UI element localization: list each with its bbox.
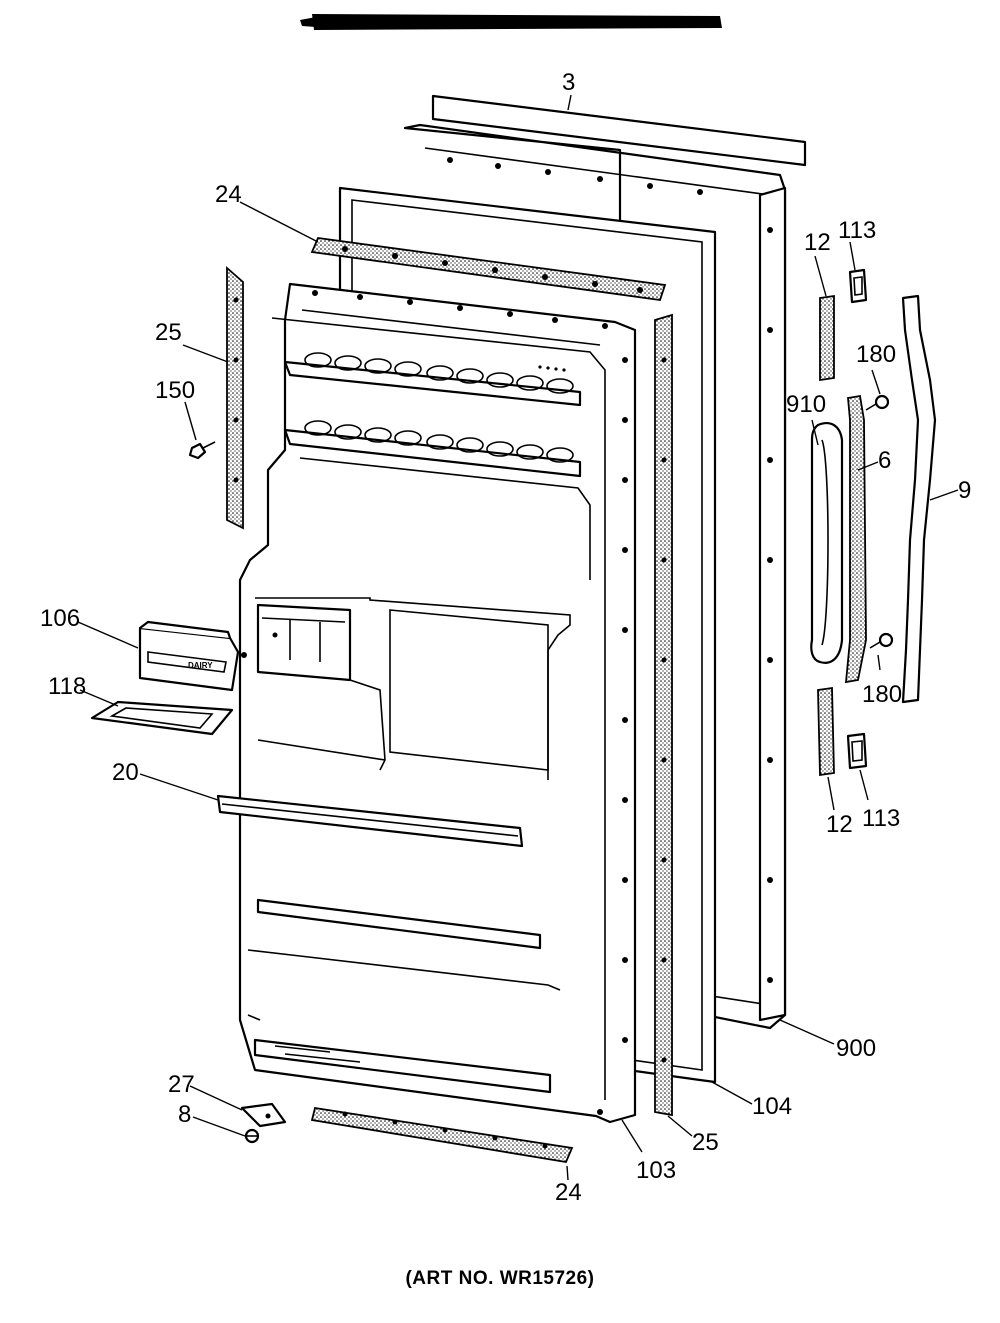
outer-panel-holes — [447, 157, 773, 983]
part-24-top-gasket — [310, 237, 667, 301]
part-113-clip-top — [848, 268, 868, 304]
callout-910: 910 — [786, 391, 826, 418]
door-shelf-bottom — [253, 1038, 552, 1094]
callout-113-bottom: 113 — [862, 805, 900, 832]
callout-180-bottom: 180 — [862, 681, 902, 708]
part-3-top-strip — [431, 94, 807, 167]
callout-20: 20 — [112, 759, 139, 786]
callout-150: 150 — [155, 377, 195, 404]
part-25-right-gasket — [654, 313, 673, 1117]
dairy-label: DAIRY — [188, 661, 213, 670]
part-12-cap-top — [819, 294, 835, 382]
callout-27: 27 — [168, 1071, 195, 1098]
callout-12-bottom: 12 — [826, 811, 853, 838]
liner-holes — [312, 290, 628, 1115]
callout-103: 103 — [636, 1157, 676, 1184]
part-6-handle-grip — [844, 394, 867, 684]
part-150-screw — [188, 441, 216, 460]
part-20-shelf-bar — [216, 794, 524, 848]
redacted-header-bar — [300, 14, 722, 30]
part-113-clip-bottom — [846, 732, 868, 770]
part-180-screw-top — [865, 394, 890, 411]
callout-113-top: 113 — [838, 217, 876, 244]
callout-6: 6 — [878, 447, 891, 474]
callout-118: 118 — [48, 673, 86, 700]
dairy-compartment — [255, 597, 571, 780]
part-25-left-gasket — [226, 266, 244, 530]
callout-9: 9 — [958, 477, 971, 504]
callout-3: 3 — [562, 69, 575, 96]
callout-25-bottom: 25 — [692, 1129, 719, 1156]
callout-104: 104 — [752, 1093, 792, 1120]
callout-25-left: 25 — [155, 319, 182, 346]
part-9-handle-trim — [901, 294, 937, 704]
part-12-cap-bottom — [817, 686, 835, 777]
part-103-inner-door-liner — [238, 282, 637, 1124]
art-number-caption: (ART NO. WR15726) — [405, 1268, 594, 1289]
callout-180-top: 180 — [856, 341, 896, 368]
part-118-dairy-tray — [90, 700, 234, 736]
callout-900: 900 — [836, 1035, 876, 1062]
part-106-dairy-door: DAIRY — [138, 620, 247, 692]
leader-lines — [77, 94, 959, 1181]
callout-24-bottom: 24 — [555, 1179, 582, 1206]
part-8-screw — [244, 1128, 260, 1144]
egg-shelf-lower — [283, 420, 582, 478]
part-24-bottom-gasket — [310, 1106, 574, 1164]
part-910-handle — [810, 422, 844, 664]
part-180-screw-bottom — [869, 632, 894, 649]
callout-12-top: 12 — [804, 229, 831, 256]
egg-shelf-upper — [283, 352, 582, 407]
door-shelf-middle — [256, 898, 542, 950]
callout-8: 8 — [178, 1101, 191, 1128]
callout-labels: 3 24 25 150 106 118 20 27 8 24 103 25 10… — [40, 69, 971, 1206]
part-27-hinge — [240, 1102, 287, 1128]
callout-24-top: 24 — [215, 181, 242, 208]
callout-106: 106 — [40, 605, 80, 632]
